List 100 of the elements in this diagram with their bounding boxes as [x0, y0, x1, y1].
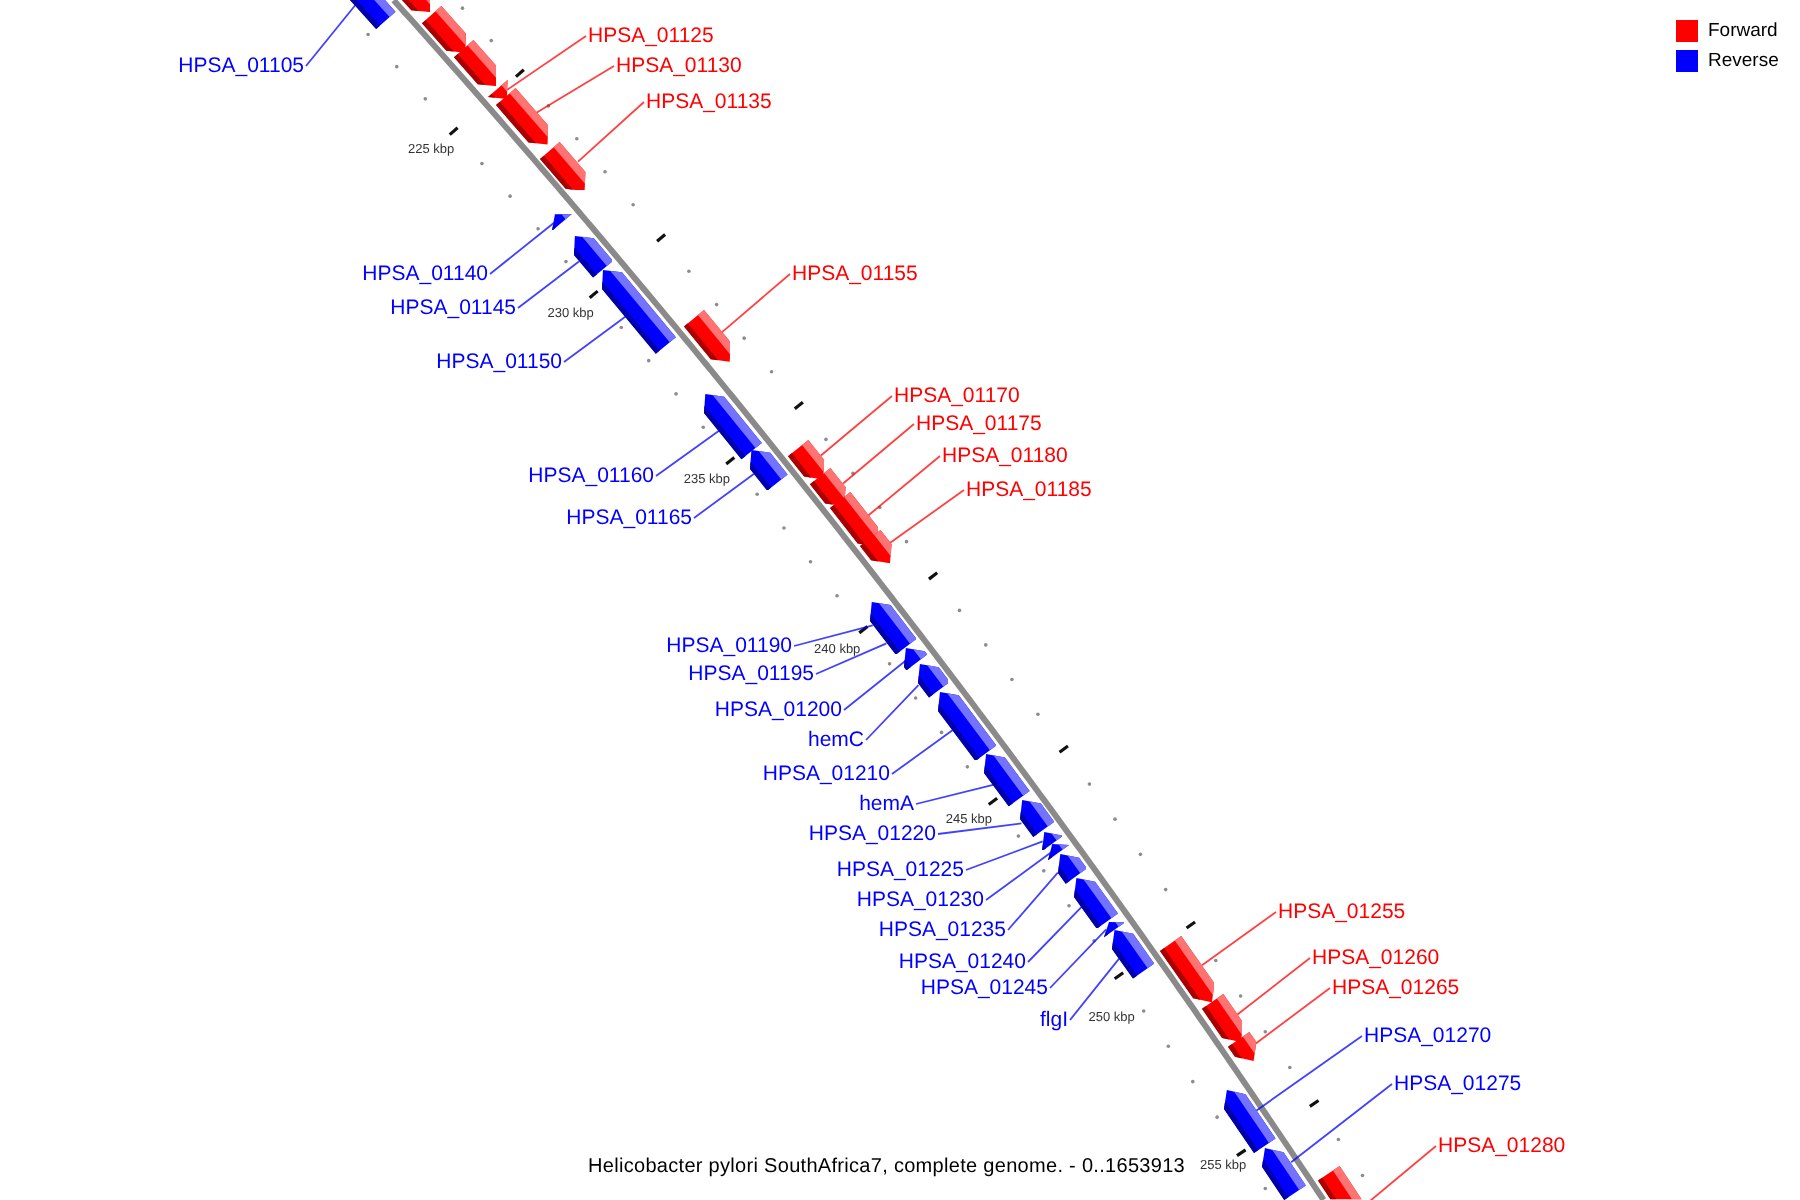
gene-bar — [749, 449, 788, 491]
gene-bar — [1074, 877, 1119, 929]
gene-bar — [602, 270, 677, 355]
gene-bar — [540, 141, 587, 191]
gene-bar — [984, 754, 1031, 808]
leader-line — [1069, 957, 1120, 1021]
leader-line — [985, 851, 1052, 901]
gene-bar — [810, 468, 847, 507]
gene-label: HPSA_01190 — [666, 634, 792, 658]
gene-label: HPSA_01125 — [588, 24, 714, 48]
leader-line — [888, 489, 965, 544]
leader-line — [1235, 957, 1311, 1016]
leader-line — [1201, 911, 1277, 967]
gene-label: HPSA_01150 — [436, 350, 562, 374]
leader-line — [1254, 987, 1331, 1045]
gene-label: HPSA_01145 — [390, 296, 516, 320]
gene-bar — [1318, 1166, 1362, 1200]
gene-label: HPSA_01255 — [1278, 900, 1406, 924]
leader-line — [937, 822, 1023, 835]
gene-label: HPSA_01155 — [792, 262, 918, 286]
gene-label: HPSA_01220 — [808, 822, 936, 846]
leader-line — [1255, 1035, 1363, 1112]
gene-bar — [487, 80, 508, 100]
gene-label: HPSA_01200 — [714, 698, 842, 722]
leader-line — [815, 642, 888, 675]
leader-line — [305, 4, 357, 67]
gene-bar — [869, 601, 916, 655]
gene-label: HPSA_01265 — [1332, 976, 1460, 1000]
gene-bar — [573, 236, 613, 279]
gene-label: hemA — [859, 792, 914, 816]
gene-label: HPSA_01195 — [688, 662, 814, 686]
gene-bar — [552, 213, 573, 231]
gene-bar — [829, 492, 878, 547]
gene-label: HPSA_01230 — [856, 888, 984, 912]
gene-label: HPSA_01165 — [566, 506, 692, 530]
leader-line — [506, 35, 587, 91]
gene-bar — [453, 40, 497, 87]
leader-line — [1027, 905, 1083, 963]
gene-label: HPSA_01235 — [878, 918, 1006, 942]
gene-bar — [1227, 1032, 1256, 1062]
leader-line — [489, 221, 556, 275]
gene-label: HPSA_01210 — [762, 762, 890, 786]
leader-line — [843, 659, 907, 711]
gene-bar — [1201, 994, 1243, 1043]
gene-label: HPSA_01270 — [1364, 1024, 1492, 1048]
gene-label: HPSA_01135 — [646, 90, 772, 114]
gene-label: HPSA_01275 — [1394, 1072, 1522, 1096]
leader-line — [965, 840, 1044, 871]
gene-label: HPSA_01280 — [1438, 1134, 1566, 1158]
gene-label: hemC — [807, 728, 864, 752]
gene-label: HPSA_01175 — [916, 412, 1042, 436]
gene-bar — [1019, 800, 1054, 839]
gene-bar — [495, 88, 548, 146]
gene-label: HPSA_01185 — [966, 478, 1092, 502]
leader-line — [1290, 1083, 1393, 1164]
leader-line — [535, 65, 615, 114]
leader-line — [563, 315, 627, 363]
gene-bar — [788, 439, 825, 480]
gene-label: HPSA_01260 — [1312, 946, 1440, 970]
gene-bar — [1262, 1147, 1307, 1200]
leader-line — [820, 395, 893, 457]
leader-line — [1007, 871, 1059, 931]
leader-line — [865, 684, 920, 741]
leader-line — [693, 473, 755, 519]
gene-bar — [917, 664, 949, 699]
gene-bar — [859, 530, 892, 564]
leader-line — [720, 273, 791, 334]
leader-line — [577, 101, 645, 163]
leader-line — [793, 624, 874, 647]
gene-label: HPSA_01170 — [894, 384, 1020, 408]
gene-label: HPSA_01160 — [528, 464, 654, 488]
caption: Helicobacter pylori SouthAfrica7, complete genome. - 0..1653913 — [588, 1156, 1186, 1180]
gene-label: HPSA_01140 — [362, 262, 488, 286]
leader-line — [915, 783, 994, 805]
leader-line — [1049, 928, 1108, 989]
gene-label: HPSA_01245 — [920, 976, 1048, 1000]
leader-line — [1364, 1145, 1437, 1200]
gene-label: HPSA_01225 — [836, 858, 964, 882]
gene-bar — [1160, 935, 1215, 1003]
gene-bar — [704, 394, 763, 460]
gene-bar — [937, 691, 997, 761]
gene-bar — [1112, 930, 1155, 980]
leader-line — [842, 423, 915, 485]
gene-bar — [350, 0, 396, 29]
gene-bar — [683, 310, 731, 363]
gene-label: HPSA_01130 — [616, 54, 742, 78]
leader-line — [655, 429, 720, 477]
gene-label: HPSA_01180 — [942, 444, 1068, 468]
gene-label: HPSA_01105 — [178, 54, 304, 78]
gene-bar — [1223, 1090, 1276, 1154]
gene-bar — [422, 6, 467, 54]
legend-label: Reverse — [1708, 50, 1779, 72]
leader-line — [891, 729, 954, 775]
legend-label: Forward — [1708, 20, 1778, 42]
gene-label: flgI — [1039, 1008, 1068, 1032]
gene-bar — [401, 0, 431, 13]
gene-label: HPSA_01240 — [898, 950, 1026, 974]
leader-line — [867, 455, 941, 517]
leader-line — [517, 260, 580, 309]
gene-bar — [1057, 854, 1087, 884]
